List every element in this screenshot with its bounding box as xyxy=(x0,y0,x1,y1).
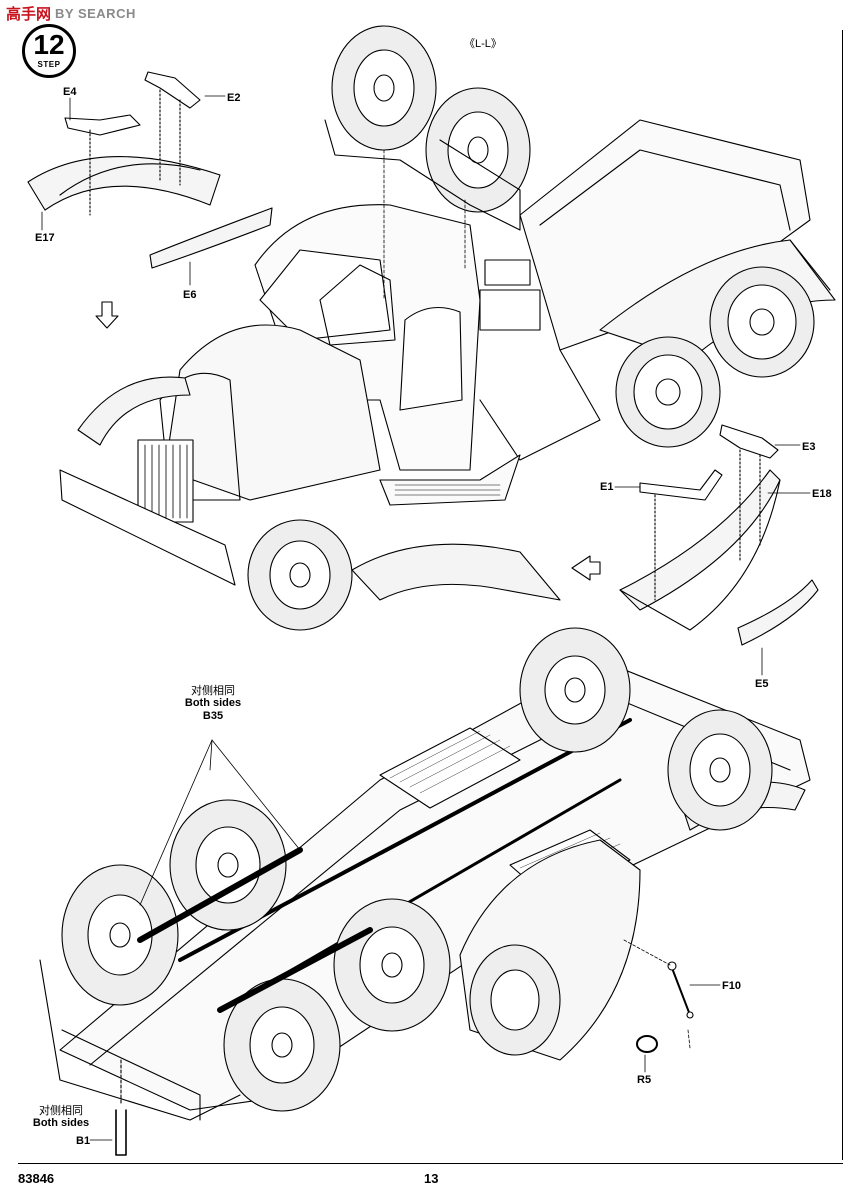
callout-e1: E1 xyxy=(600,481,614,493)
note-b1-cn: 对侧相同 xyxy=(39,1104,83,1117)
step-label: STEP xyxy=(37,60,61,69)
lower-wheel-rear-2 xyxy=(61,864,179,1006)
note-b1: 对侧相同 Both sides xyxy=(26,1104,96,1130)
right-border-line xyxy=(842,30,843,1160)
step-number: 12 xyxy=(33,29,65,60)
rear-fender-parts xyxy=(619,424,819,646)
callout-e17: E17 xyxy=(35,232,55,244)
callout-e18: E18 xyxy=(812,488,832,500)
lower-truck-drawing xyxy=(39,627,811,1156)
watermark-logo: 高手网 BY SEARCH xyxy=(6,5,136,23)
spare-tire-1 xyxy=(331,25,437,151)
note-b35-cn: 对侧相同 xyxy=(191,684,235,697)
step-badge: 12 STEP xyxy=(22,24,76,78)
view-label-l-l: 《L-L》 xyxy=(464,38,502,50)
spare-tire-2 xyxy=(425,87,531,213)
rear-wheel-1 xyxy=(615,336,721,448)
bottom-border-line xyxy=(18,1163,843,1164)
arrow-left-icon xyxy=(571,555,601,581)
callout-e5: E5 xyxy=(755,678,769,690)
callout-e2: E2 xyxy=(227,92,241,104)
callout-f10: F10 xyxy=(722,980,741,992)
callout-e4: E4 xyxy=(63,86,77,98)
callout-b1: B1 xyxy=(76,1135,91,1147)
page-number: 13 xyxy=(424,1171,439,1186)
arrow-down-icon xyxy=(95,301,119,329)
callout-e6: E6 xyxy=(183,289,197,301)
callout-e3: E3 xyxy=(802,441,816,453)
note-b35: 对侧相同 Both sides B35 xyxy=(178,684,248,723)
front-fender-parts xyxy=(27,71,273,269)
upper-truck-drawing xyxy=(59,25,836,631)
callout-r5: R5 xyxy=(637,1074,652,1086)
lower-wheel-rear-3 xyxy=(333,898,451,1032)
callout-b35: B35 xyxy=(202,710,224,722)
lower-wheel-mid xyxy=(469,944,561,1056)
rear-wheel-2 xyxy=(709,266,815,378)
front-wheel-upper xyxy=(247,519,353,631)
kit-number: 83846 xyxy=(18,1171,55,1186)
note-b1-en: Both sides xyxy=(32,1117,90,1129)
note-b35-en: Both sides xyxy=(184,697,242,709)
lower-wheel-front-left xyxy=(519,627,631,753)
lower-wheel-front-right xyxy=(667,709,773,831)
